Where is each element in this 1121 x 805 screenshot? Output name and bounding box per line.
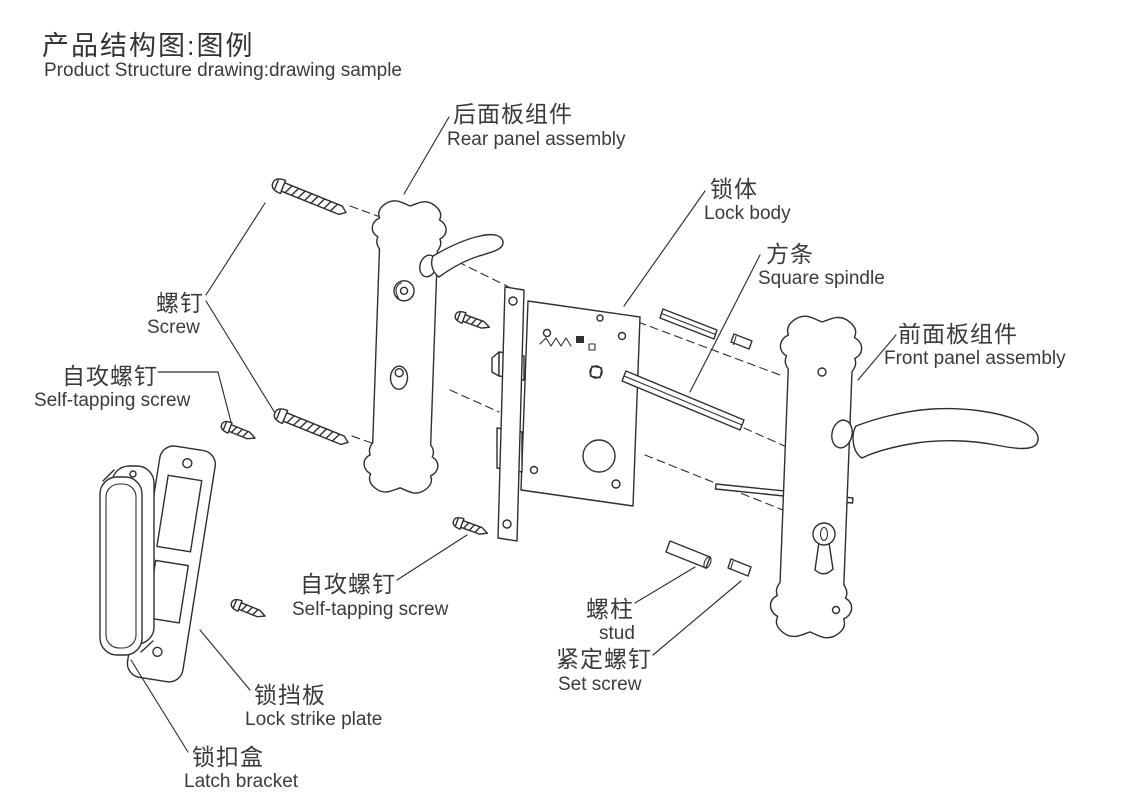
label-self-tapping-1: 自攻螺钉 xyxy=(62,357,158,391)
label-self-tapping-2-en: Self-tapping screw xyxy=(292,599,449,620)
label-latch-bracket-en: Latch bracket xyxy=(184,771,299,792)
set-screw-2-drawing xyxy=(727,558,752,577)
label-strike-plate-en: Lock strike plate xyxy=(245,709,383,730)
leader-strike-plate xyxy=(199,629,251,691)
label-set-screw: 紧定螺钉 xyxy=(556,640,652,674)
self-tapping-screw-3-drawing xyxy=(452,309,492,334)
leader-rear-panel xyxy=(403,116,450,195)
label-latch-bracket: 锁扣盒 xyxy=(192,738,264,772)
label-latch-bracket-zh: 锁扣盒 xyxy=(192,744,264,770)
lock-body-drawing xyxy=(491,286,641,542)
machine-screw-1-drawing xyxy=(269,175,350,220)
label-front-panel: 前面板组件 xyxy=(898,315,1018,349)
label-front-panel-zh: 前面板组件 xyxy=(898,321,1018,347)
label-front-panel-en: Front panel assembly xyxy=(884,348,1066,369)
label-strike-plate-zh: 锁挡板 xyxy=(254,682,326,708)
label-stud-zh: 螺柱 xyxy=(586,596,634,622)
label-self-tapping-1-en: Self-tapping screw xyxy=(34,390,191,411)
label-screw-zh: 螺钉 xyxy=(156,290,204,316)
leader-self-tapping-2 xyxy=(396,534,468,581)
label-lock-body-zh: 锁体 xyxy=(710,176,758,202)
label-square-spindle: 方条 xyxy=(766,235,814,269)
label-screw-en: Screw xyxy=(147,317,200,338)
label-screw: 螺钉 xyxy=(156,284,204,318)
leader-stud xyxy=(634,566,696,604)
page-title-zh: 产品结构图:图例 xyxy=(42,31,255,61)
leader-self-tapping-1 xyxy=(157,371,232,423)
label-self-tapping-1-zh: 自攻螺钉 xyxy=(62,363,158,389)
page-title-en: Product Structure drawing:drawing sample xyxy=(44,60,403,81)
stud-drawing xyxy=(665,540,712,569)
leader-front-panel xyxy=(857,334,897,381)
label-self-tapping-2-zh: 自攻螺钉 xyxy=(300,571,396,597)
label-rear-panel-en: Rear panel assembly xyxy=(447,129,626,150)
self-tapping-screw-4-drawing xyxy=(450,515,490,540)
label-self-tapping-2: 自攻螺钉 xyxy=(300,565,396,599)
label-set-screw-en: Set screw xyxy=(558,674,642,695)
set-screw-1-drawing xyxy=(730,333,753,350)
leader-square-spindle xyxy=(689,254,761,393)
leader-screw-bottom xyxy=(205,300,276,414)
label-rear-panel: 后面板组件 xyxy=(453,95,573,129)
label-stud: 螺柱 xyxy=(586,590,634,624)
label-square-spindle-zh: 方条 xyxy=(766,241,814,267)
label-set-screw-zh: 紧定螺钉 xyxy=(556,646,652,672)
latch-bracket-drawing xyxy=(99,465,155,656)
leader-set-screw xyxy=(652,580,742,656)
label-strike-plate: 锁挡板 xyxy=(254,676,326,710)
leader-screw-top xyxy=(205,202,266,296)
label-square-spindle-en: Square spindle xyxy=(758,268,885,289)
leader-latch-bracket xyxy=(130,659,189,753)
label-lock-body-en: Lock body xyxy=(704,203,791,224)
leader-lines xyxy=(130,116,897,753)
self-tapping-screw-1-drawing xyxy=(218,418,258,444)
label-rear-panel-zh: 后面板组件 xyxy=(453,101,573,127)
label-stud-en: stud xyxy=(599,623,635,644)
label-lock-body: 锁体 xyxy=(710,170,758,204)
front-panel-assembly-drawing xyxy=(768,314,1039,640)
self-tapping-screw-2-drawing xyxy=(228,596,268,622)
machine-screw-2-drawing xyxy=(271,405,352,450)
leader-lock-body xyxy=(623,190,706,307)
rear-panel-assembly-drawing xyxy=(362,199,504,495)
